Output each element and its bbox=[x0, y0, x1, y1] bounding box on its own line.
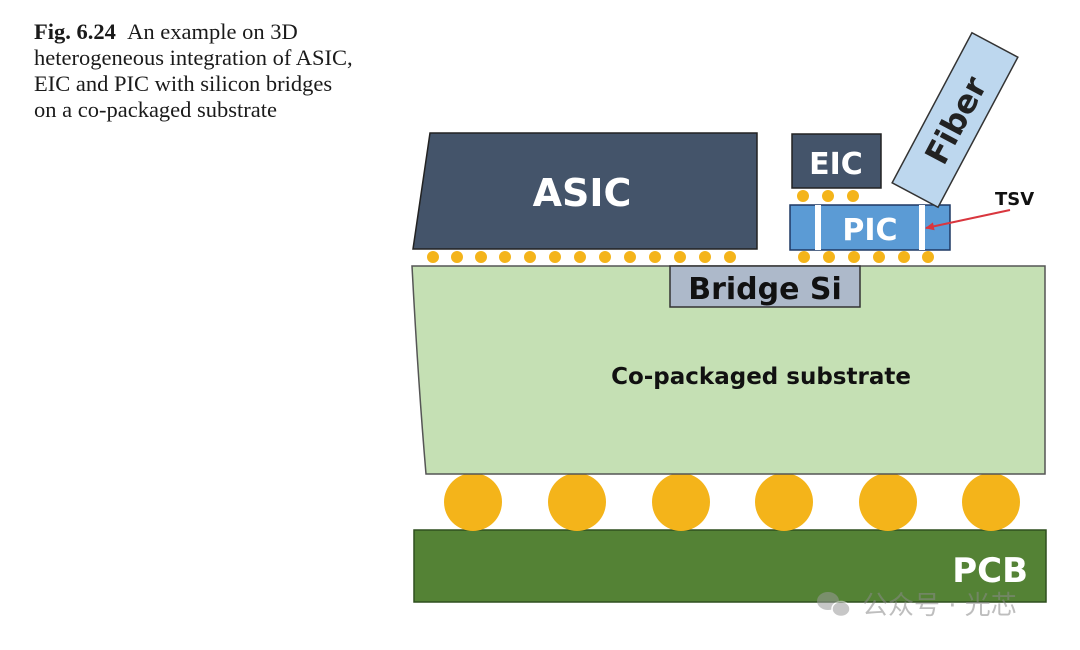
wechat-icon bbox=[817, 592, 851, 618]
tsv-right bbox=[919, 205, 925, 250]
asic-label: ASIC bbox=[533, 171, 632, 215]
eic-label: EIC bbox=[809, 147, 863, 182]
substrate-label: Co-packaged substrate bbox=[611, 364, 911, 390]
co-packaged-substrate bbox=[411, 265, 1046, 475]
figure-caption-text: An example on 3D heterogeneous integrati… bbox=[34, 19, 353, 122]
bridge-si-label: Bridge Si bbox=[688, 272, 842, 307]
pic-micro-bumps bbox=[798, 251, 934, 263]
asic-die bbox=[412, 132, 758, 250]
tsv-label: TSV bbox=[995, 189, 1034, 210]
figure-label: Fig. 6.24 bbox=[34, 19, 116, 44]
eic-micro-bumps bbox=[797, 190, 859, 202]
eic-die bbox=[791, 133, 882, 189]
asic-micro-bumps bbox=[427, 251, 736, 263]
watermark-text: 公众号 · 光芯 bbox=[862, 591, 1017, 621]
fiber: Fiber bbox=[891, 31, 1019, 209]
watermark: 公众号 · 光芯 bbox=[817, 591, 1017, 621]
tsv-arrow bbox=[925, 209, 1011, 231]
bridge-si bbox=[669, 265, 861, 308]
pcb-label: PCB bbox=[952, 551, 1028, 591]
tsv-left bbox=[815, 205, 821, 250]
pcb-solder-balls bbox=[444, 473, 1020, 531]
figure-caption: Fig. 6.24 An example on 3D heterogeneous… bbox=[34, 19, 354, 123]
pic-label: PIC bbox=[842, 213, 897, 248]
pcb-layer bbox=[413, 529, 1047, 603]
